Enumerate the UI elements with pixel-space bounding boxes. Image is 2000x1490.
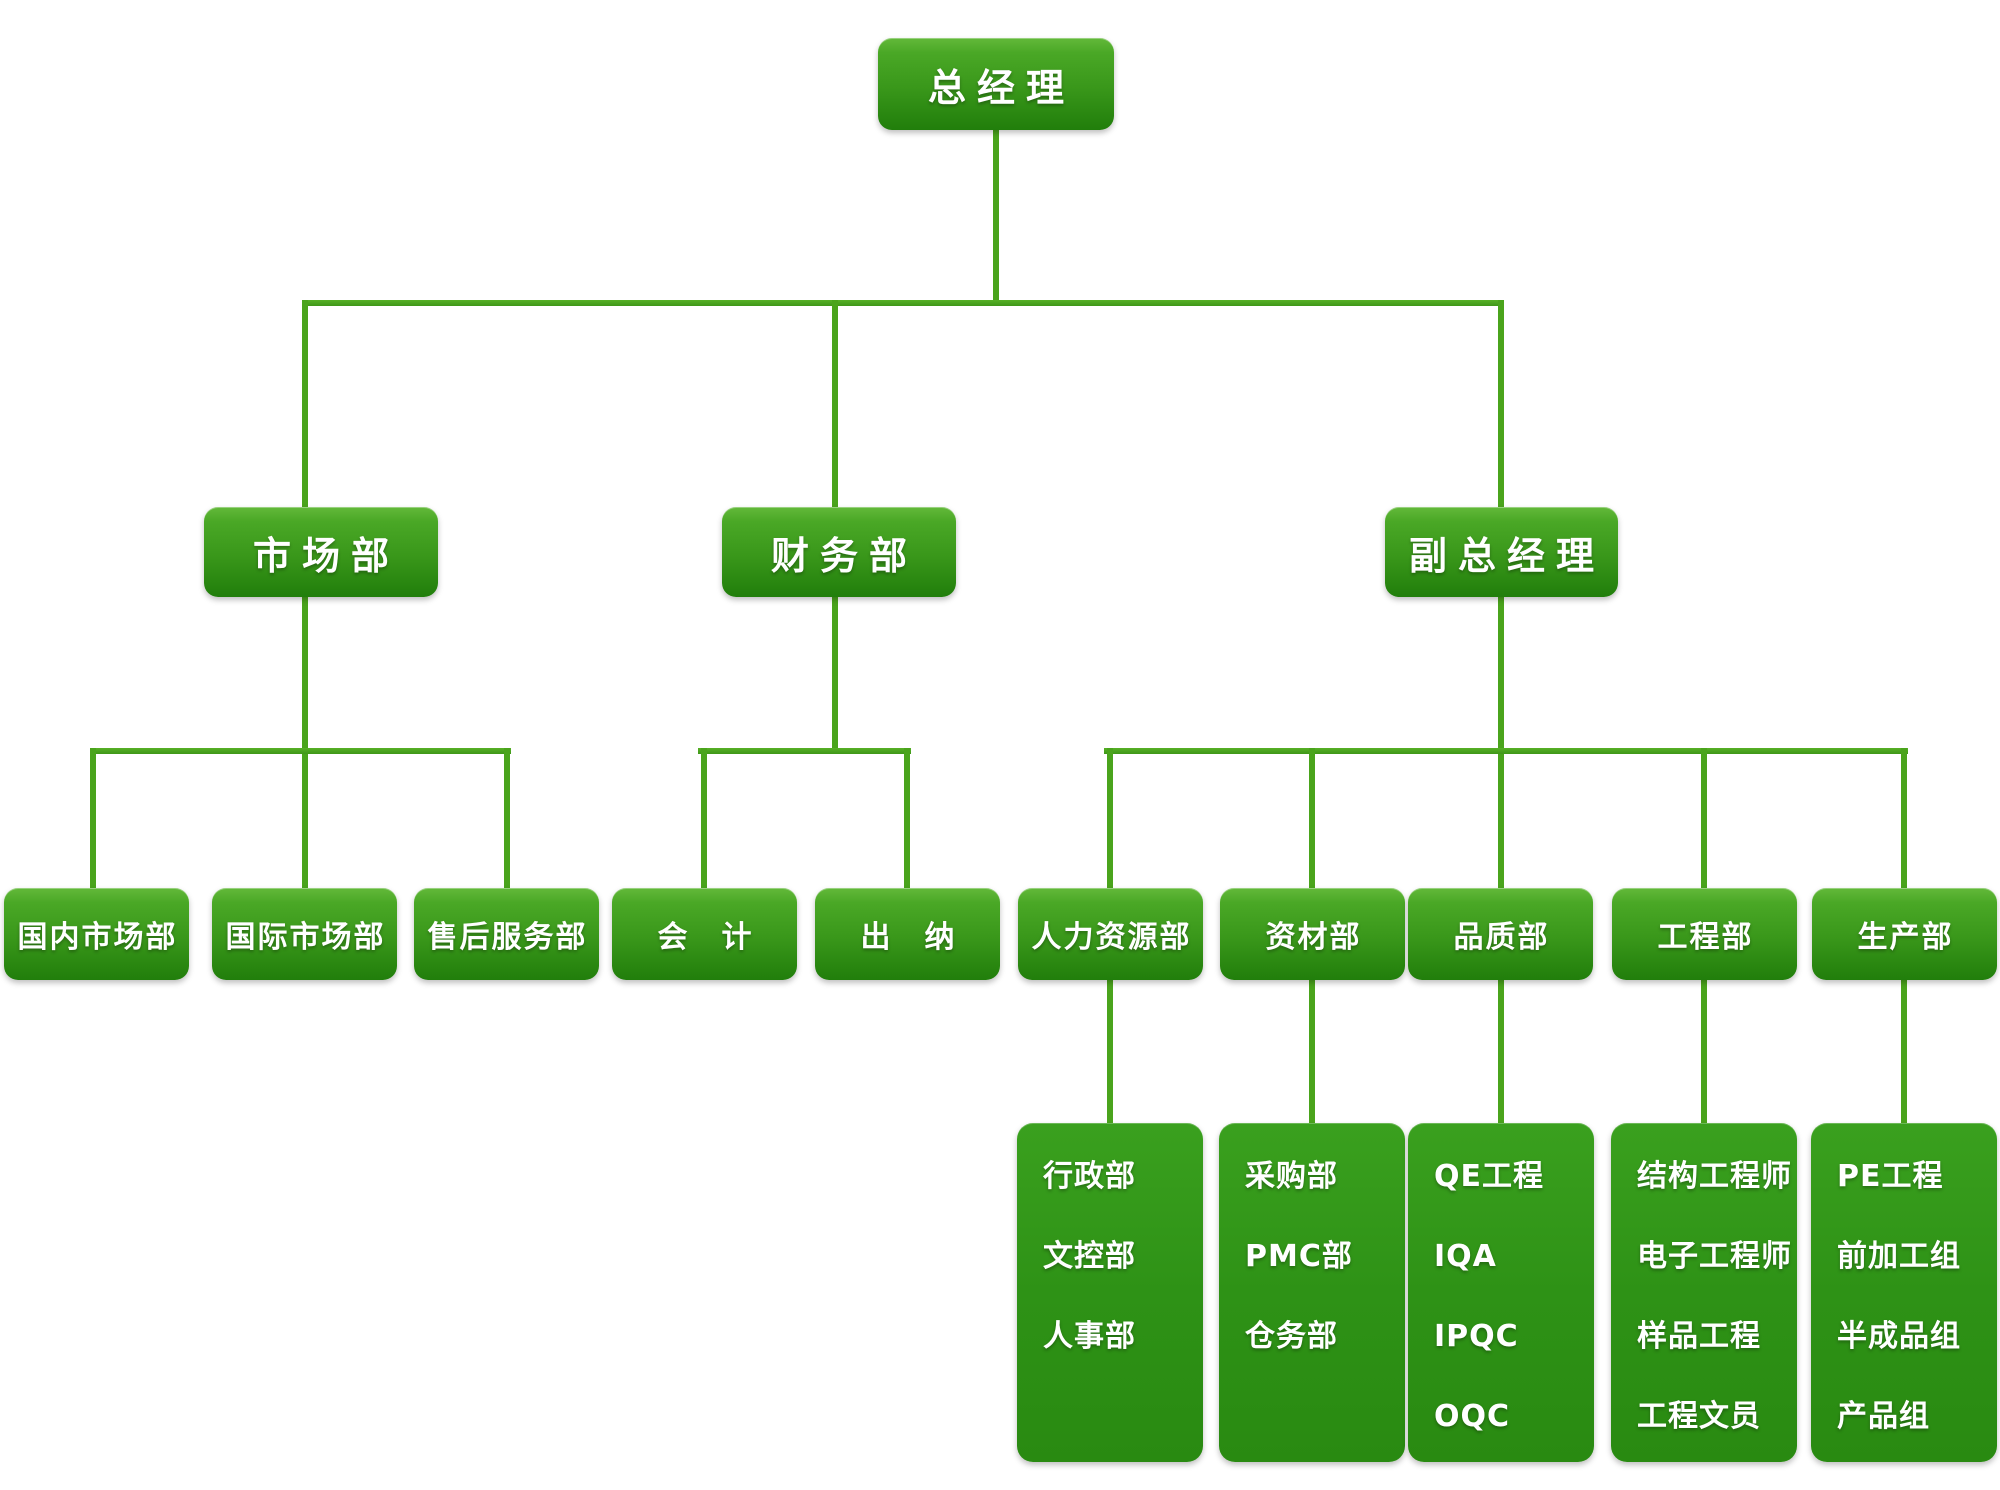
edge-level2-bus (302, 300, 1504, 306)
edge-to-deputy-gm (1498, 300, 1504, 507)
edge-finance-bus (698, 748, 911, 754)
list-item: 前加工组 (1837, 1239, 1961, 1274)
edge-marketing-down (302, 597, 308, 888)
edge-hr-sub (1107, 980, 1113, 1123)
list-item: IPQC (1434, 1319, 1519, 1354)
edge-gm-down (993, 130, 999, 306)
edge-marketing-bus (90, 748, 511, 754)
node-marketing-dept: 市场部 (204, 507, 438, 597)
node-production-dept: 生产部 (1812, 888, 1997, 980)
edge-to-finance (832, 300, 838, 507)
edge-materials-sub (1309, 980, 1315, 1123)
edge-to-materials (1309, 748, 1315, 888)
edge-to-cashier (904, 748, 910, 888)
node-deputy-general-manager: 副总经理 (1385, 507, 1618, 597)
node-quality-dept: 品质部 (1408, 888, 1593, 980)
node-cashier: 出 纳 (815, 888, 1000, 980)
edge-engineering-sub (1701, 980, 1707, 1123)
list-item: 样品工程 (1637, 1319, 1761, 1354)
node-materials-dept: 资材部 (1220, 888, 1405, 980)
list-item: QE工程 (1434, 1159, 1544, 1194)
group-hr-sub-departments: 行政部 文控部 人事部 (1017, 1123, 1203, 1462)
edge-quality-sub (1498, 980, 1504, 1123)
edge-to-production (1901, 748, 1907, 888)
list-item: 采购部 (1245, 1159, 1338, 1194)
node-after-sales-dept: 售后服务部 (414, 888, 599, 980)
edge-to-domestic-market (90, 748, 96, 888)
list-item: IQA (1434, 1239, 1497, 1274)
list-item: PMC部 (1245, 1239, 1353, 1274)
edge-to-marketing (302, 300, 308, 507)
group-engineering-sub-departments: 结构工程师 电子工程师 样品工程 工程文员 (1611, 1123, 1797, 1462)
list-item: 电子工程师 (1637, 1239, 1792, 1274)
node-international-market-dept: 国际市场部 (212, 888, 397, 980)
edge-to-after-sales (504, 748, 510, 888)
node-domestic-market-dept: 国内市场部 (4, 888, 189, 980)
group-production-sub-departments: PE工程 前加工组 半成品组 产品组 (1811, 1123, 1997, 1462)
node-accounting: 会 计 (612, 888, 797, 980)
edge-to-engineering (1701, 748, 1707, 888)
node-finance-dept: 财务部 (722, 507, 956, 597)
edge-deputy-down (1498, 597, 1504, 888)
edge-deputy-bus (1104, 748, 1908, 754)
node-general-manager: 总经理 (878, 38, 1114, 130)
edge-to-hr (1107, 748, 1113, 888)
list-item: 半成品组 (1837, 1319, 1961, 1354)
node-hr-dept: 人力资源部 (1018, 888, 1203, 980)
list-item: PE工程 (1837, 1159, 1944, 1194)
edge-finance-down (832, 597, 838, 754)
group-materials-sub-departments: 采购部 PMC部 仓务部 (1219, 1123, 1405, 1462)
list-item: 工程文员 (1637, 1399, 1761, 1434)
list-item: 产品组 (1837, 1399, 1930, 1434)
list-item: 行政部 (1043, 1159, 1136, 1194)
list-item: 仓务部 (1245, 1319, 1338, 1354)
node-engineering-dept: 工程部 (1612, 888, 1797, 980)
edge-production-sub (1901, 980, 1907, 1123)
list-item: 结构工程师 (1637, 1159, 1792, 1194)
list-item: OQC (1434, 1399, 1511, 1434)
list-item: 人事部 (1043, 1319, 1136, 1354)
list-item: 文控部 (1043, 1239, 1136, 1274)
group-quality-sub-departments: QE工程 IQA IPQC OQC (1408, 1123, 1594, 1462)
edge-to-accounting (701, 748, 707, 888)
